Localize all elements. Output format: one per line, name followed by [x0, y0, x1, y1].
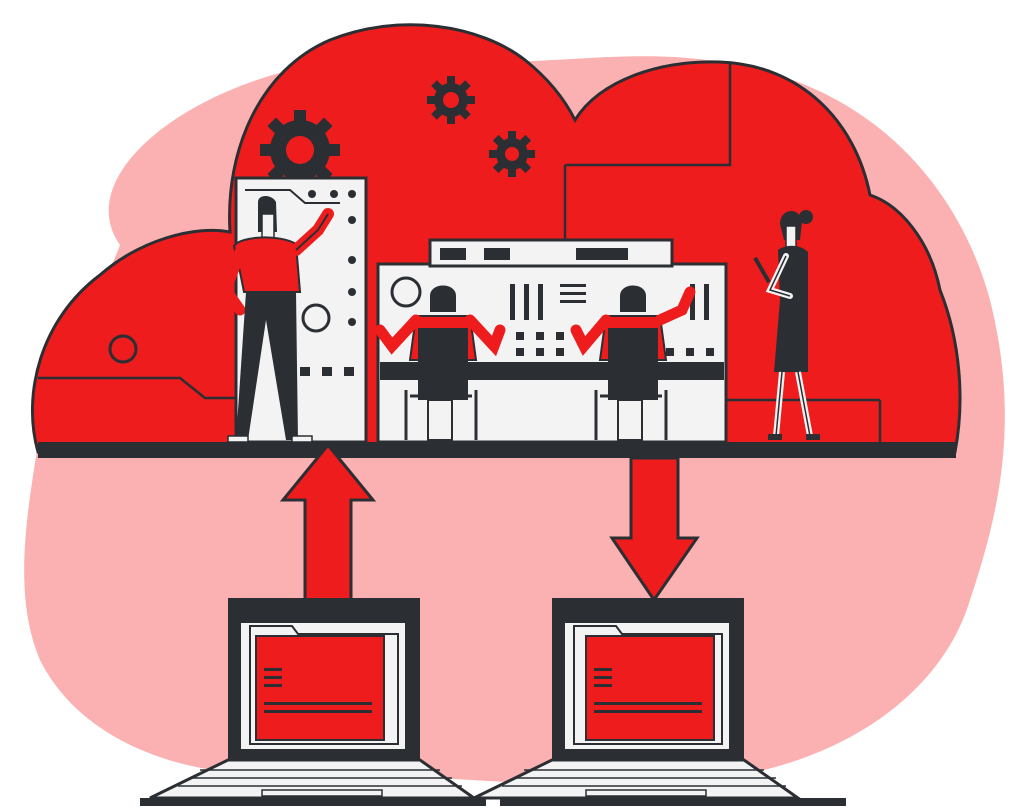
folder-icon	[249, 625, 399, 745]
person-icon	[570, 285, 696, 441]
cloud-floor	[38, 442, 956, 458]
laptop-icon	[140, 598, 486, 806]
gear-icon	[427, 76, 475, 124]
download-arrow-icon	[609, 456, 700, 603]
person-icon	[219, 196, 334, 443]
upload-arrow-icon	[279, 442, 377, 602]
cloud-node-icon	[108, 334, 138, 364]
gear-icon	[489, 131, 535, 177]
folder-icon	[573, 625, 723, 745]
person-icon	[374, 285, 506, 441]
person-icon	[753, 210, 820, 440]
laptop-icon	[473, 598, 846, 806]
